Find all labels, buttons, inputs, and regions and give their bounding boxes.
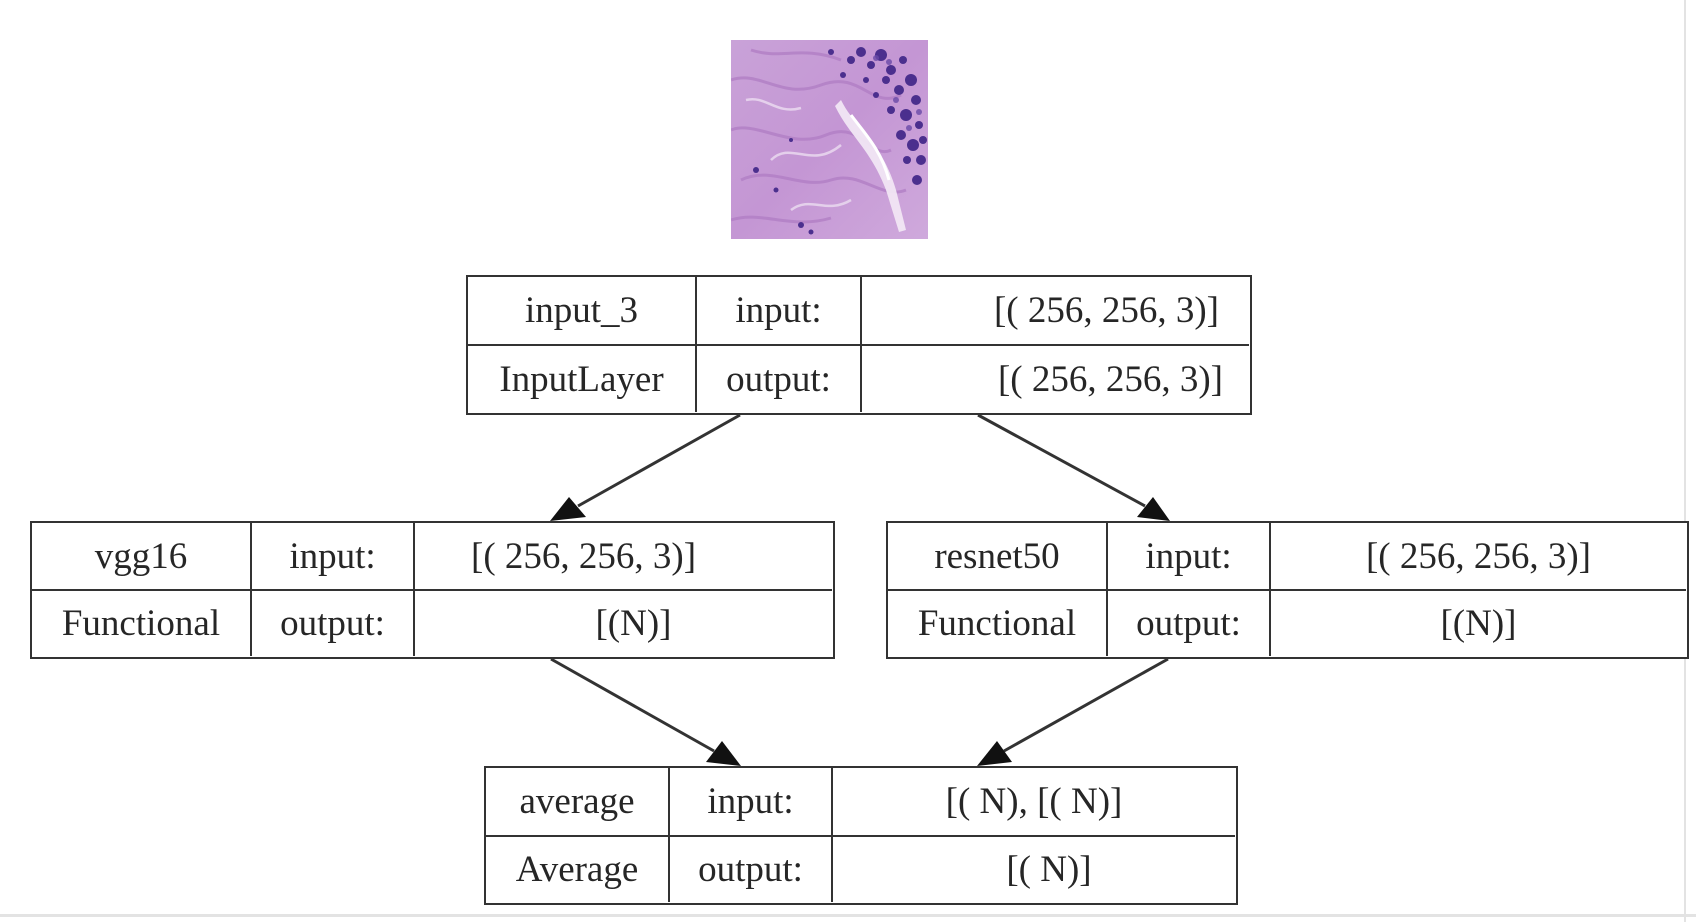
node-resnet50: resnet50 input: [( 256, 256, 3)] Functio… xyxy=(886,521,1689,659)
input-label: input: xyxy=(670,768,833,837)
node-type: InputLayer xyxy=(468,346,697,412)
edge-vgg16-to-average xyxy=(550,657,715,753)
output-shape: [(N)] xyxy=(595,603,672,644)
histology-tissue-image xyxy=(731,40,928,239)
output-label: output: xyxy=(670,837,833,902)
node-type: Functional xyxy=(888,591,1108,656)
node-vgg16: vgg16 input: [( 256, 256, 3)] Functional… xyxy=(30,521,835,659)
node-input-3: input_3 input: [( 256, 256, 3)] InputLay… xyxy=(466,275,1252,415)
output-shape: [(N)] xyxy=(1440,603,1517,644)
node-average: average input: [( N), [( N)] Average out… xyxy=(484,766,1238,905)
input-shape: [( 256, 256, 3)] xyxy=(862,277,1249,346)
arrowhead-resnet50 xyxy=(1137,497,1170,521)
input-shape: [( N), [( N)] xyxy=(833,768,1235,837)
input-shape: [( 256, 256, 3)] xyxy=(415,523,832,591)
arrowhead-vgg16 xyxy=(550,497,586,521)
output-label: output: xyxy=(1108,591,1271,656)
node-name: resnet50 xyxy=(888,523,1108,591)
edge-input3-to-vgg16 xyxy=(577,413,741,508)
input-shape: [( 256, 256, 3)] xyxy=(1271,523,1686,591)
input-label: input: xyxy=(697,277,862,346)
edge-resnet50-to-average xyxy=(1003,657,1169,753)
page-edge-bottom xyxy=(0,914,1696,917)
input-label: input: xyxy=(1108,523,1271,591)
output-shape: [( 256, 256, 3)] xyxy=(997,358,1223,400)
node-type: Average xyxy=(486,837,670,902)
output-label: output: xyxy=(697,346,862,412)
arrowhead-average-left xyxy=(706,741,741,766)
edge-input3-to-resnet50 xyxy=(977,413,1146,508)
input-label: input: xyxy=(252,523,415,591)
page-edge-right xyxy=(1684,0,1686,922)
node-name: vgg16 xyxy=(32,523,252,591)
node-name: average xyxy=(486,768,670,837)
node-type: Functional xyxy=(32,591,252,656)
node-name: input_3 xyxy=(468,277,697,346)
output-label: output: xyxy=(252,591,415,656)
tissue-image-graphic xyxy=(731,40,928,239)
output-shape: [( N)] xyxy=(1006,849,1092,890)
arrowhead-average-right xyxy=(977,741,1012,766)
